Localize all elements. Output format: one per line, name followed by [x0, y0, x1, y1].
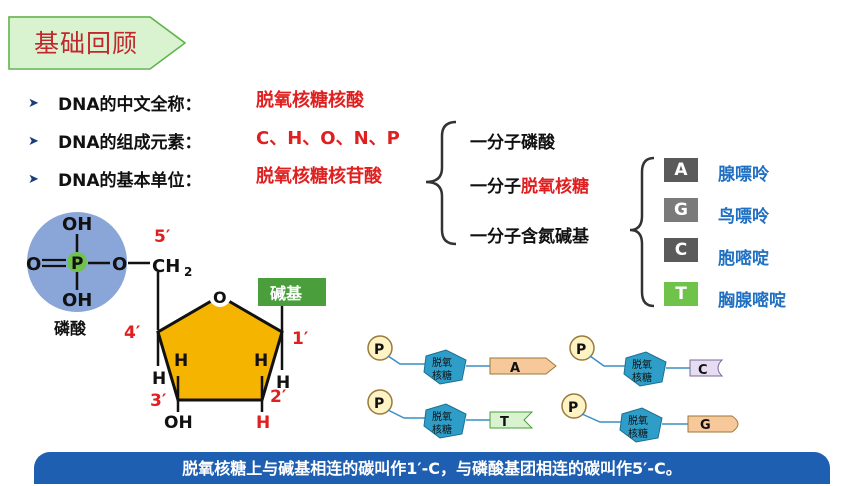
brace-components	[425, 120, 457, 246]
h-c2-top: H	[254, 351, 268, 371]
bridge-oxygen: O	[112, 254, 127, 275]
h-c1: H	[276, 373, 290, 393]
h-c3-top: H	[174, 351, 188, 371]
phosphate-symbol: P	[374, 342, 384, 358]
ring-oxygen-bg	[209, 285, 231, 307]
base-badge-t: T	[664, 282, 698, 306]
component-sugar: 一分子脱氧核糖	[470, 172, 589, 197]
row-elements-value: C、H、O、N、P	[256, 128, 400, 149]
sugar-label-line2: 核糖	[632, 371, 652, 384]
summary-banner: 脱氧核糖上与碱基相连的碳叫作1′-C，与磷酸基团相连的碳叫作5′-C。	[34, 452, 830, 484]
section-title: 基础回顾	[34, 29, 139, 58]
section-tag-outline	[8, 16, 187, 70]
row-full-name-label: DNA的中文全称：	[58, 95, 202, 115]
sugar-label-line1: 脱氧	[632, 358, 652, 371]
base-name-c: 胞嘧啶	[718, 249, 769, 269]
h-c4: H	[152, 369, 166, 389]
sugar-label-line2: 核糖	[432, 423, 452, 436]
component-sugar-prefix: 一分子	[470, 177, 521, 197]
phosphate-symbol: P	[374, 396, 384, 412]
ch2-subscript: 2	[184, 265, 192, 279]
base-symbol: T	[500, 415, 509, 430]
section-tag	[8, 16, 186, 68]
phosphate-o-left: O	[26, 254, 41, 275]
phosphate-symbol: P	[568, 400, 578, 416]
nucleotide-models: P 脱氧 核糖 A P 脱氧 核糖 C P 脱氧 核糖 T P 脱氧 核糖	[367, 335, 739, 443]
bullet-icon: ➤	[28, 172, 39, 187]
phosphate-label: 磷酸	[54, 319, 87, 338]
bullet-icon: ➤	[28, 96, 39, 111]
base-symbol: C	[698, 363, 708, 378]
bullet-icon: ➤	[28, 134, 39, 149]
base-badge-a: A	[664, 158, 698, 182]
ring-oxygen: O	[213, 288, 227, 307]
base-badge-g: G	[664, 198, 698, 222]
carbon-1-label: 1′	[292, 329, 309, 349]
base-badge-c: C	[664, 238, 698, 262]
base-symbol: A	[510, 361, 520, 376]
nucleotide-structure: OH O P O CH 2 OH 磷酸 5′ O 碱基 1′ 4′ H H H …	[26, 212, 326, 433]
ch2-label: CH	[152, 256, 180, 277]
phosphorus-label: P	[71, 254, 83, 274]
carbon-3-label: 3′	[150, 391, 167, 411]
sugar-label-line1: 脱氧	[628, 414, 648, 427]
base-box	[258, 278, 326, 306]
nucleotide-c: P 脱氧 核糖 C	[569, 335, 724, 387]
carbon-5-label: 5′	[154, 227, 171, 247]
nucleotide-t: P 脱氧 核糖 T	[367, 389, 534, 439]
row-full-name-value: 脱氧核糖核酸	[256, 90, 364, 111]
phosphate-symbol: P	[576, 342, 586, 358]
base-symbol: G	[700, 418, 711, 433]
oh-c3: OH	[164, 413, 193, 433]
sugar-label-line1: 脱氧	[432, 356, 452, 369]
sugar-label-line1: 脱氧	[432, 410, 452, 423]
carbon-2-label: 2′	[270, 387, 287, 407]
component-base: 一分子含氮碱基	[470, 227, 589, 247]
row-elements-label: DNA的组成元素：	[58, 133, 202, 153]
component-sugar-highlight: 脱氧核糖	[521, 177, 589, 197]
deoxyribose-ring	[156, 294, 284, 402]
phosphate-oh-bottom: OH	[62, 290, 92, 311]
row-unit-label: DNA的基本单位：	[58, 171, 202, 191]
base-name-t: 胸腺嘧啶	[718, 291, 786, 311]
brace-bases	[629, 156, 655, 308]
h-c2: H	[256, 413, 270, 433]
sugar-label-line2: 核糖	[432, 369, 452, 382]
base-box-label: 碱基	[270, 284, 303, 303]
phosphate-oh-top: OH	[62, 214, 92, 235]
base-name-a: 腺嘌呤	[718, 165, 769, 185]
nucleotide-g: P 脱氧 核糖 G	[561, 393, 739, 443]
nucleotide-a: P 脱氧 核糖 A	[367, 335, 557, 385]
base-name-g: 鸟嘌呤	[718, 207, 769, 227]
row-unit-value: 脱氧核糖核苷酸	[256, 166, 382, 187]
carbon-4-label: 4′	[124, 323, 141, 343]
component-phosphate: 一分子磷酸	[470, 133, 555, 153]
phosphorus-atom	[67, 252, 87, 272]
sugar-label-line2: 核糖	[628, 427, 648, 440]
